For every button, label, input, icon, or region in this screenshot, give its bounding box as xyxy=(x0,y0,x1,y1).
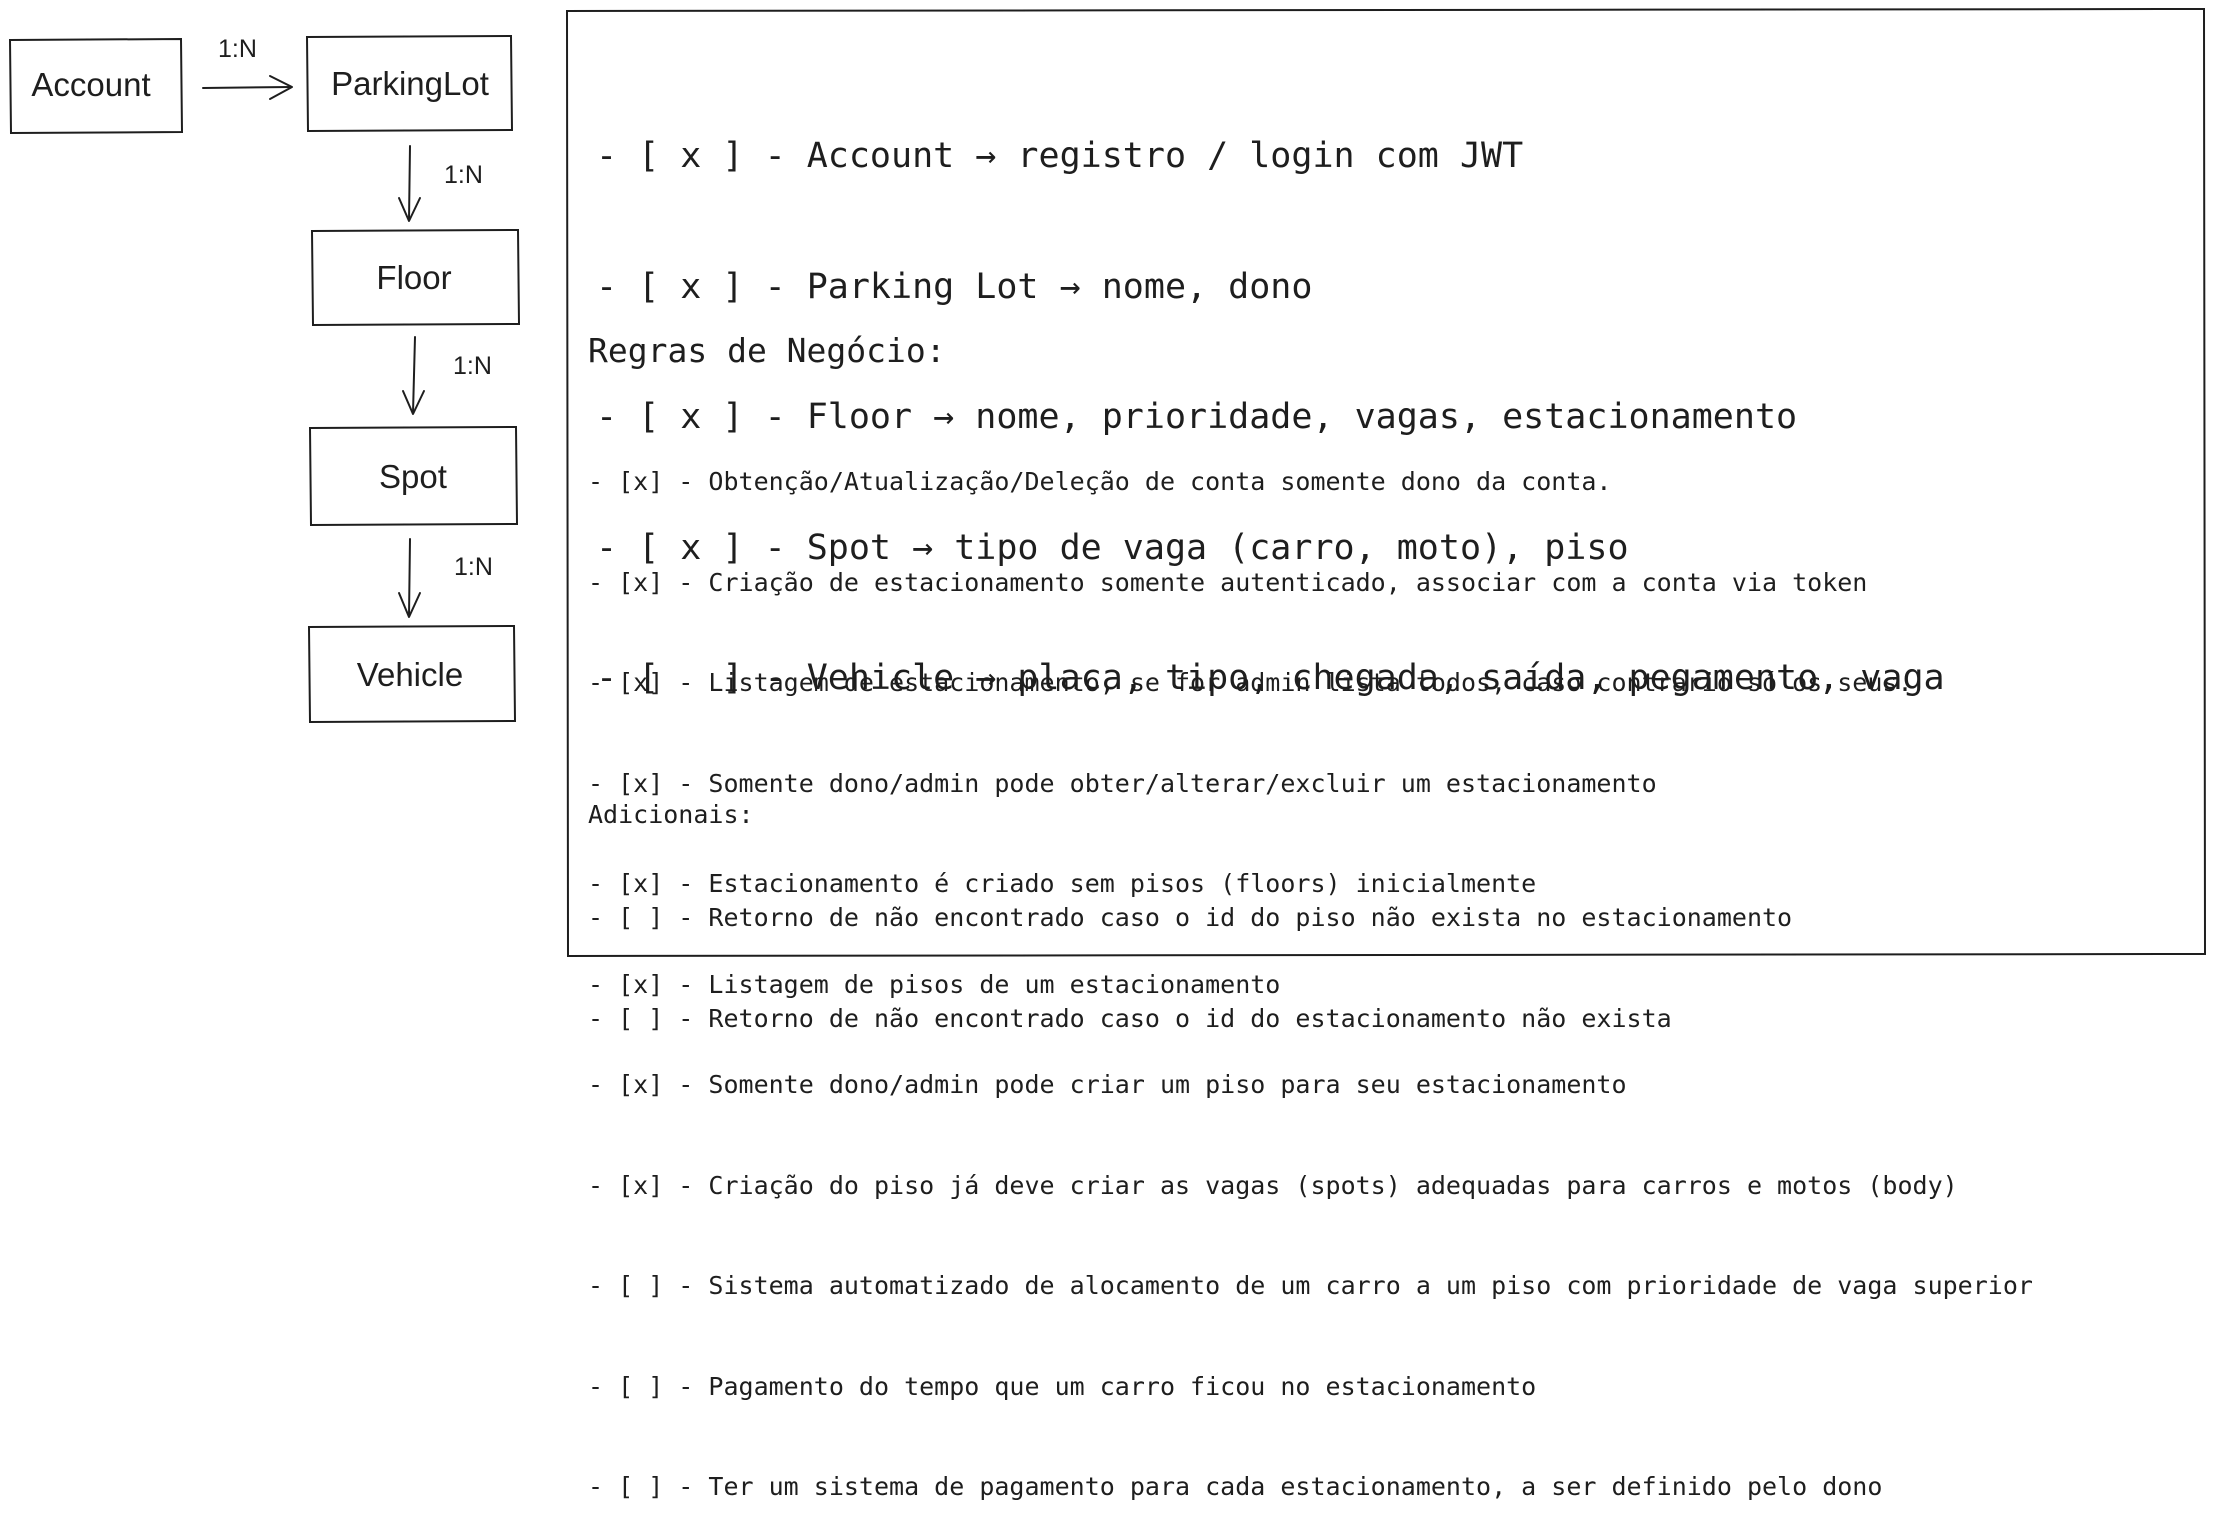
rule-item: - [x] - Somente dono/admin pode criar um… xyxy=(588,1070,1627,1099)
entity-spot: Spot xyxy=(308,425,519,527)
extra-item: - [ ] - Retorno de não encontrado caso o… xyxy=(588,903,1793,932)
entity-floor: Floor xyxy=(310,228,521,327)
arrow-down xyxy=(412,336,416,414)
task-item: - [ x ] - Parking Lot → nome, dono xyxy=(596,266,1313,307)
rule-item: - [ ] - Pagamento do tempo que um carro … xyxy=(588,1371,1537,1401)
arrow-right xyxy=(202,86,292,89)
relation-account-parking-lot: 1:N xyxy=(202,35,293,100)
entity-floor-label: Floor xyxy=(376,259,451,296)
entity-parking-lot: ParkingLot xyxy=(305,34,514,133)
arrowhead-right xyxy=(269,75,293,100)
rule-item: - [x] - Criação do piso já deve criar as… xyxy=(588,1170,1958,1200)
entity-account: Account xyxy=(8,37,184,135)
relation-label: 1:N xyxy=(218,35,257,63)
arrowhead-down xyxy=(398,197,421,222)
notes-frame xyxy=(565,7,2207,958)
entity-vehicle-label: Vehicle xyxy=(357,656,463,693)
relation-label: 1:N xyxy=(444,161,483,189)
entity-diagram: Account ParkingLot Floor Spot Vehicle 1:… xyxy=(8,7,2207,958)
relation-label: 1:N xyxy=(454,553,493,581)
rules-title: Regras de Negócio: xyxy=(588,331,946,370)
task-item: - [ ] - Vehicle → placa, tipo, chegada, … xyxy=(596,658,1945,698)
arrowhead-down xyxy=(402,390,425,415)
arrow-down xyxy=(408,145,411,221)
rule-item: - [x] - Obtenção/Atualização/Deleção de … xyxy=(588,467,1612,496)
rule-item: - [x] - Somente dono/admin pode obter/al… xyxy=(588,768,1657,798)
entity-vehicle: Vehicle xyxy=(307,624,517,724)
rule-item: - [x] - Estacionamento é criado sem piso… xyxy=(588,869,1537,898)
task-item: - [ x ] - Floor → nome, prioridade, vaga… xyxy=(596,397,1798,437)
task-item: - [ x ] - Account → registro / login com… xyxy=(596,136,1524,176)
extras-title: Adicionais: xyxy=(588,800,754,829)
entity-parking-lot-label: ParkingLot xyxy=(331,65,489,102)
extras-list: - [ ] - Retorno de não encontrado caso o… xyxy=(588,834,1792,1069)
rule-item: - [x] - Criação de estacionamento soment… xyxy=(588,567,1868,597)
task-list: - [ x ] - Account → registro / login com… xyxy=(596,48,1945,744)
relation-label: 1:N xyxy=(453,352,492,380)
extra-item: - [ ] - Retorno de não encontrado caso o… xyxy=(588,1003,1672,1033)
arrow-down xyxy=(408,538,411,617)
rule-item: - [x] - Listagem de estacionamento, se f… xyxy=(588,668,1913,697)
relation-spot-vehicle: 1:N xyxy=(398,538,493,618)
arrowhead-down xyxy=(398,592,421,618)
relation-parking-lot-floor: 1:N xyxy=(398,145,483,222)
rule-item: - [ ] - Ter um sistema de pagamento para… xyxy=(588,1472,1883,1501)
rule-item: - [ ] - Sistema automatizado de alocamen… xyxy=(588,1271,2033,1300)
entity-account-label: Account xyxy=(31,66,150,103)
relation-floor-spot: 1:N xyxy=(402,336,492,415)
task-item: - [ x ] - Spot → tipo de vaga (carro, mo… xyxy=(596,527,1629,568)
entity-spot-label: Spot xyxy=(379,458,447,495)
